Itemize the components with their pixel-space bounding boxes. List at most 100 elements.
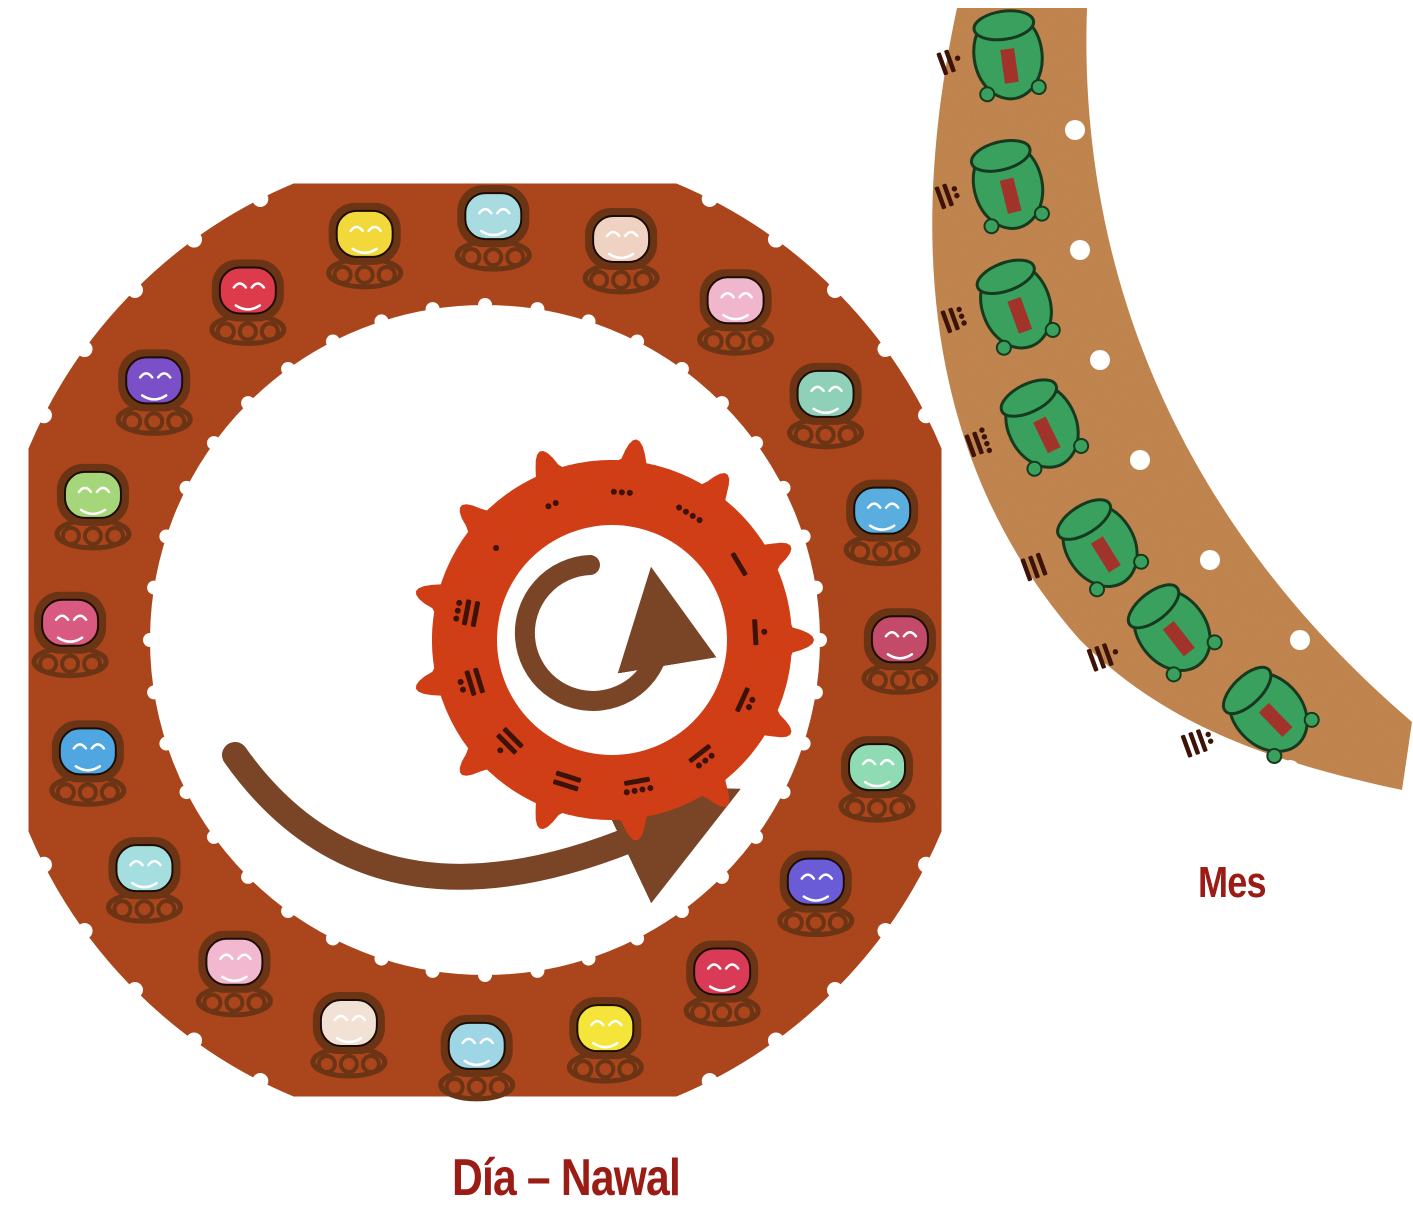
ring-notch — [918, 407, 934, 423]
ring-notch — [36, 857, 52, 873]
ring-notch — [326, 931, 340, 945]
ring-notch — [1070, 240, 1090, 260]
ring-notch — [630, 335, 644, 349]
ring-notch — [813, 633, 827, 647]
ring-notch — [207, 830, 221, 844]
ring-notch — [324, 1103, 340, 1119]
ring-notch — [715, 396, 729, 410]
ring-notch — [530, 302, 544, 316]
glyph-face — [788, 859, 844, 905]
ring-notch — [77, 341, 93, 357]
ring-notch — [530, 964, 544, 978]
glyph-face — [449, 1023, 505, 1069]
ring-notch — [147, 581, 161, 595]
ring-notch — [827, 282, 843, 298]
ring-notch — [715, 870, 729, 884]
ring-notch — [1130, 450, 1150, 470]
ring-notch — [768, 232, 784, 248]
ring-notch — [281, 362, 295, 376]
ring-notch — [900, 100, 920, 120]
ring-notch — [916, 355, 936, 375]
glyph-face — [854, 488, 910, 534]
ring-notch — [582, 952, 596, 966]
glyph-face — [321, 1000, 377, 1046]
ring-notch — [36, 407, 52, 423]
ring-notch — [972, 632, 988, 648]
ring-notch — [374, 314, 388, 328]
glyph-face — [798, 371, 854, 417]
ring-notch — [477, 1127, 493, 1143]
ring-notch — [809, 581, 823, 595]
ring-notch — [749, 436, 763, 450]
ring-notch — [147, 685, 161, 699]
ring-notch — [426, 964, 440, 978]
ring-notch — [966, 555, 982, 571]
glyph-face — [872, 616, 928, 662]
glyph-face — [116, 845, 172, 891]
ring-notch — [127, 282, 143, 298]
ring-notch — [797, 529, 811, 543]
ring-notch — [281, 904, 295, 918]
ring-notch — [966, 709, 982, 725]
glyph-face — [337, 211, 393, 257]
ring-notch — [252, 191, 268, 207]
ring-notch — [582, 314, 596, 328]
glyph-face — [465, 193, 521, 239]
ring-notch — [630, 161, 646, 177]
ring-notch — [827, 982, 843, 998]
day-nawal-label: Día – Nawal — [452, 1148, 680, 1208]
glyph-face — [65, 472, 121, 518]
ring-notch — [776, 785, 790, 799]
ring-notch — [180, 785, 194, 799]
ring-notch — [1290, 630, 1310, 650]
ring-notch — [77, 923, 93, 939]
ring-notch — [675, 362, 689, 376]
ring-notch — [1065, 120, 1085, 140]
ring-notch — [877, 341, 893, 357]
ring-notch — [127, 982, 143, 998]
ring-notch — [797, 737, 811, 751]
ring-notch — [1060, 665, 1080, 685]
number-mark — [1180, 726, 1215, 758]
ring-notch — [904, 230, 924, 250]
ring-notch — [478, 968, 492, 982]
glyph-face — [694, 949, 750, 995]
ring-notch — [324, 161, 340, 177]
ring-notch — [241, 396, 255, 410]
ring-notch — [702, 1073, 718, 1089]
ring-notch — [776, 481, 790, 495]
ring-notch — [426, 302, 440, 316]
ring-notch — [477, 137, 493, 153]
ring-notch — [400, 143, 416, 159]
number-wheel — [416, 440, 814, 841]
glyph-face — [206, 939, 262, 985]
ring-notch — [207, 436, 221, 450]
ring-notch — [809, 685, 823, 699]
glyph-face — [60, 728, 116, 774]
ring-notch — [675, 904, 689, 918]
glyph-face — [42, 600, 98, 646]
ring-notch — [554, 1121, 570, 1137]
glyph-face — [849, 744, 905, 790]
ring-notch — [1200, 550, 1220, 570]
ring-notch — [1280, 760, 1300, 780]
ring-notch — [326, 335, 340, 349]
glyph-face — [577, 1005, 633, 1051]
ring-notch — [159, 737, 173, 751]
glyph-face — [220, 267, 276, 313]
ring-notch — [159, 529, 173, 543]
month-label: Mes — [1198, 858, 1266, 908]
ring-notch — [749, 830, 763, 844]
glyph-face — [593, 216, 649, 262]
ring-notch — [1000, 585, 1020, 605]
ring-notch — [702, 191, 718, 207]
ring-notch — [918, 857, 934, 873]
ring-notch — [630, 1103, 646, 1119]
glyph-face — [708, 277, 764, 323]
ring-notch — [1090, 350, 1110, 370]
ring-notch — [478, 298, 492, 312]
ring-notch — [948, 785, 964, 801]
ring-notch — [554, 143, 570, 159]
ring-notch — [1140, 725, 1160, 745]
